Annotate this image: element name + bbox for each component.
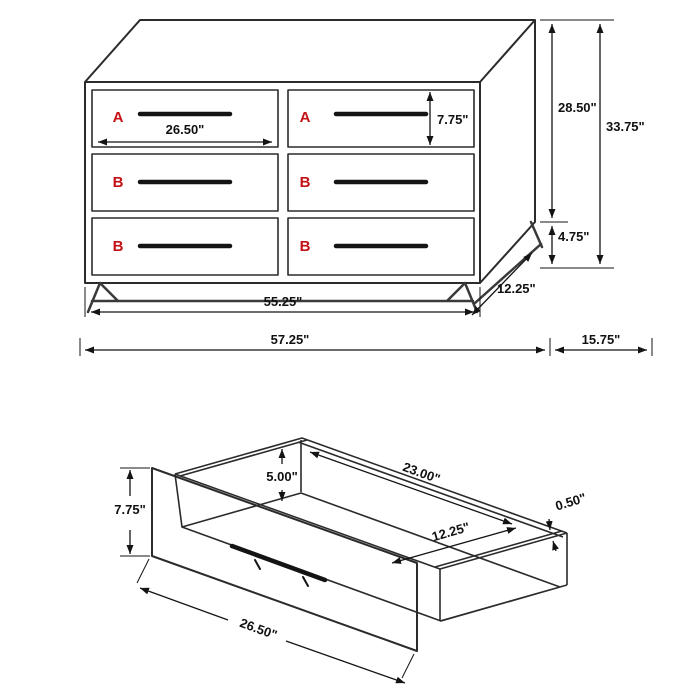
dim-inner-depth: 12.25" <box>430 519 471 544</box>
drawer-label-b4: B <box>300 238 311 255</box>
dim-arrow-case-depth <box>471 252 533 316</box>
drawer-label-b3: B <box>113 238 124 255</box>
dim-arrow-side-thickness-outer <box>545 518 553 531</box>
dim-overall-width: 57.25" <box>271 332 310 347</box>
drawer-label-b2: B <box>300 174 311 191</box>
dresser-diagram: A A B B B B 26.50" 7.75" 28.50" 33.75" 4… <box>79 19 653 356</box>
dim-arrow-front-width-left <box>139 587 229 621</box>
dresser-legs <box>86 220 544 314</box>
dim-arrow-side-thickness-inner <box>552 540 559 552</box>
dim-case-depth: 12.25" <box>497 281 536 296</box>
drawer-extension-lines <box>120 467 415 679</box>
dim-overall-depth: 15.75" <box>582 332 621 347</box>
drawer-label-b1: B <box>113 174 124 191</box>
drawer-box <box>174 437 568 622</box>
dim-overall-height: 33.75" <box>606 119 645 134</box>
dresser-extension-lines <box>79 19 653 356</box>
dim-arrow-front-width-right <box>285 640 406 684</box>
dim-front-height: 7.75" <box>114 502 145 517</box>
dim-arrow-inner-depth <box>391 527 517 564</box>
dim-inner-width: 23.00" <box>401 459 442 486</box>
dim-drawer-height: 7.75" <box>437 112 468 127</box>
drawer-label-a1: A <box>113 109 124 126</box>
dim-front-width: 26.50" <box>238 615 279 642</box>
dim-case-width: 55.25" <box>264 294 303 309</box>
dim-arrow-inner-width <box>309 451 513 525</box>
drawer-front-panel <box>151 467 418 652</box>
drawer-handles <box>137 111 429 249</box>
dim-leg-height: 4.75" <box>558 229 589 244</box>
drawer-fronts <box>91 89 475 276</box>
drawer-handle-stems <box>254 559 309 587</box>
dim-case-height: 28.50" <box>558 100 597 115</box>
dim-inner-height: 5.00" <box>266 469 297 484</box>
drawer-label-a2: A <box>300 109 311 126</box>
dim-top-drawer-width: 26.50" <box>166 122 205 137</box>
drawer-handle <box>229 543 328 583</box>
dim-side-thickness: 0.50" <box>553 490 587 514</box>
open-drawer-diagram: 7.75" 5.00" 23.00" 12.25" 0.50" 26.50" <box>114 437 588 684</box>
